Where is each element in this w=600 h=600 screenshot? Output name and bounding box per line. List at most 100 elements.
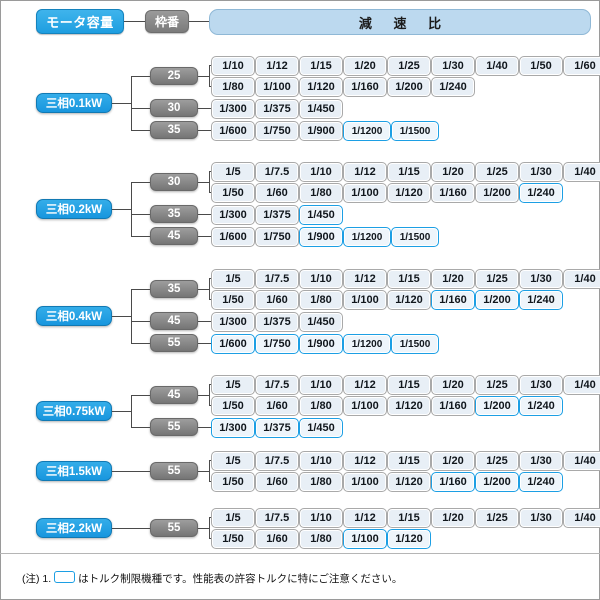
ratio-chip[interactable]: 1/600 (211, 334, 255, 354)
ratio-chip[interactable]: 1/12 (255, 56, 299, 76)
ratio-chip[interactable]: 1/30 (519, 269, 563, 289)
ratio-chip[interactable]: 1/900 (299, 334, 343, 354)
ratio-chip[interactable]: 1/60 (255, 529, 299, 549)
ratio-chip[interactable]: 1/900 (299, 121, 343, 141)
ratio-chip[interactable]: 1/80 (211, 77, 255, 97)
ratio-chip[interactable]: 1/120 (299, 77, 343, 97)
ratio-chip[interactable]: 1/20 (343, 56, 387, 76)
ratio-chip[interactable]: 1/375 (255, 312, 299, 332)
ratio-chip[interactable]: 1/12 (343, 375, 387, 395)
motor-capacity-node[interactable]: 三相0.1kW (36, 93, 112, 113)
ratio-chip[interactable]: 1/120 (387, 183, 431, 203)
ratio-chip[interactable]: 1/50 (211, 290, 255, 310)
ratio-chip[interactable]: 1/160 (431, 183, 475, 203)
ratio-chip[interactable]: 1/15 (387, 162, 431, 182)
ratio-chip[interactable]: 1/40 (563, 162, 600, 182)
ratio-chip[interactable]: 1/100 (343, 290, 387, 310)
ratio-chip[interactable]: 1/300 (211, 312, 255, 332)
ratio-chip[interactable]: 1/60 (255, 290, 299, 310)
frame-no-node[interactable]: 25 (150, 67, 198, 85)
ratio-chip[interactable]: 1/200 (387, 77, 431, 97)
ratio-chip[interactable]: 1/900 (299, 227, 343, 247)
ratio-chip[interactable]: 1/20 (431, 451, 475, 471)
frame-no-node[interactable]: 35 (150, 280, 198, 298)
ratio-chip[interactable]: 1/50 (211, 396, 255, 416)
ratio-chip[interactable]: 1/200 (475, 396, 519, 416)
ratio-chip[interactable]: 1/5 (211, 162, 255, 182)
ratio-chip[interactable]: 1/15 (387, 451, 431, 471)
ratio-chip[interactable]: 1/100 (343, 472, 387, 492)
ratio-chip[interactable]: 1/750 (255, 334, 299, 354)
frame-no-node[interactable]: 35 (150, 121, 198, 139)
ratio-chip[interactable]: 1/120 (387, 529, 431, 549)
ratio-chip[interactable]: 1/1500 (391, 121, 439, 141)
ratio-chip[interactable]: 1/5 (211, 508, 255, 528)
frame-no-node[interactable]: 55 (150, 334, 198, 352)
frame-no-node[interactable]: 35 (150, 205, 198, 223)
frame-no-node[interactable]: 55 (150, 462, 198, 480)
ratio-chip[interactable]: 1/300 (211, 205, 255, 225)
ratio-chip[interactable]: 1/12 (343, 269, 387, 289)
ratio-chip[interactable]: 1/40 (563, 508, 600, 528)
ratio-chip[interactable]: 1/10 (299, 162, 343, 182)
ratio-chip[interactable]: 1/50 (211, 472, 255, 492)
ratio-chip[interactable]: 1/10 (299, 508, 343, 528)
ratio-chip[interactable]: 1/160 (431, 396, 475, 416)
ratio-chip[interactable]: 1/200 (475, 290, 519, 310)
ratio-chip[interactable]: 1/200 (475, 472, 519, 492)
ratio-chip[interactable]: 1/375 (255, 99, 299, 119)
ratio-chip[interactable]: 1/160 (431, 472, 475, 492)
ratio-chip[interactable]: 1/30 (431, 56, 475, 76)
ratio-chip[interactable]: 1/50 (211, 183, 255, 203)
frame-no-node[interactable]: 45 (150, 312, 198, 330)
ratio-chip[interactable]: 1/60 (255, 472, 299, 492)
ratio-chip[interactable]: 1/60 (255, 183, 299, 203)
ratio-chip[interactable]: 1/25 (387, 56, 431, 76)
ratio-chip[interactable]: 1/60 (563, 56, 600, 76)
ratio-chip[interactable]: 1/50 (211, 529, 255, 549)
ratio-chip[interactable]: 1/1500 (391, 227, 439, 247)
ratio-chip[interactable]: 1/450 (299, 99, 343, 119)
ratio-chip[interactable]: 1/240 (519, 396, 563, 416)
ratio-chip[interactable]: 1/300 (211, 99, 255, 119)
motor-capacity-node[interactable]: 三相0.2kW (36, 199, 112, 219)
ratio-chip[interactable]: 1/40 (563, 375, 600, 395)
ratio-chip[interactable]: 1/25 (475, 162, 519, 182)
ratio-chip[interactable]: 1/1200 (343, 227, 391, 247)
ratio-chip[interactable]: 1/80 (299, 183, 343, 203)
ratio-chip[interactable]: 1/160 (431, 290, 475, 310)
ratio-chip[interactable]: 1/5 (211, 451, 255, 471)
ratio-chip[interactable]: 1/600 (211, 121, 255, 141)
ratio-chip[interactable]: 1/7.5 (255, 451, 299, 471)
ratio-chip[interactable]: 1/30 (519, 375, 563, 395)
ratio-chip[interactable]: 1/750 (255, 227, 299, 247)
ratio-chip[interactable]: 1/25 (475, 269, 519, 289)
ratio-chip[interactable]: 1/120 (387, 290, 431, 310)
ratio-chip[interactable]: 1/1200 (343, 121, 391, 141)
motor-capacity-node[interactable]: 三相2.2kW (36, 518, 112, 538)
frame-no-node[interactable]: 55 (150, 418, 198, 436)
ratio-chip[interactable]: 1/200 (475, 183, 519, 203)
frame-no-node[interactable]: 45 (150, 227, 198, 245)
ratio-chip[interactable]: 1/25 (475, 508, 519, 528)
frame-no-node[interactable]: 30 (150, 173, 198, 191)
motor-capacity-node[interactable]: 三相0.75kW (36, 401, 112, 421)
ratio-chip[interactable]: 1/100 (255, 77, 299, 97)
ratio-chip[interactable]: 1/60 (255, 396, 299, 416)
ratio-chip[interactable]: 1/40 (475, 56, 519, 76)
ratio-chip[interactable]: 1/7.5 (255, 508, 299, 528)
ratio-chip[interactable]: 1/375 (255, 418, 299, 438)
ratio-chip[interactable]: 1/160 (343, 77, 387, 97)
ratio-chip[interactable]: 1/240 (519, 183, 563, 203)
ratio-chip[interactable]: 1/30 (519, 508, 563, 528)
ratio-chip[interactable]: 1/15 (299, 56, 343, 76)
ratio-chip[interactable]: 1/40 (563, 269, 600, 289)
ratio-chip[interactable]: 1/20 (431, 269, 475, 289)
ratio-chip[interactable]: 1/30 (519, 162, 563, 182)
ratio-chip[interactable]: 1/7.5 (255, 269, 299, 289)
ratio-chip[interactable]: 1/240 (519, 472, 563, 492)
ratio-chip[interactable]: 1/15 (387, 269, 431, 289)
ratio-chip[interactable]: 1/80 (299, 290, 343, 310)
ratio-chip[interactable]: 1/12 (343, 508, 387, 528)
ratio-chip[interactable]: 1/25 (475, 375, 519, 395)
